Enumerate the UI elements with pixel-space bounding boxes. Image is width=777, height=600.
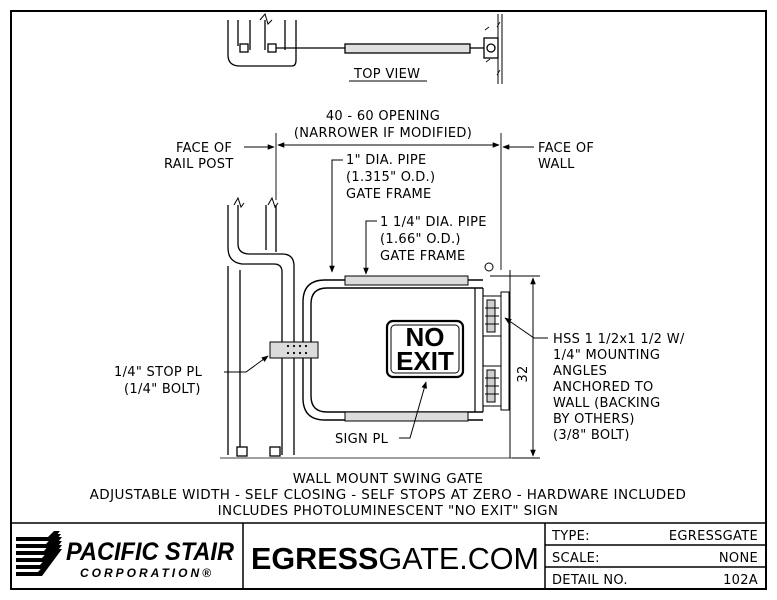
type-value: EGRESSGATE — [669, 529, 758, 544]
sign-pl-leader — [399, 381, 427, 439]
hss-label-3: ANGLES — [553, 364, 607, 379]
pipe-1-25-label-3: GATE FRAME — [380, 249, 466, 264]
stop-pl-label-2: (1/4" BOLT) — [124, 382, 201, 397]
hss-leader — [504, 317, 548, 339]
scale-label: SCALE: — [552, 551, 600, 566]
height-dimension-text: 32 — [516, 365, 531, 382]
opening-dimension-text-2: (NARROWER IF MODIFIED) — [294, 126, 472, 141]
stop-pl-leader — [224, 355, 269, 373]
pipe-1-label-3: GATE FRAME — [346, 187, 432, 202]
title-note-2: ADJUSTABLE WIDTH - SELF CLOSING - SELF S… — [90, 487, 687, 503]
hss-label-1: HSS 1 1/2x1 1/2 W/ — [553, 332, 685, 347]
hinge-assembly — [482, 291, 510, 411]
face-rail-post-label-2: RAIL POST — [164, 157, 234, 172]
rail-posts-elevation — [227, 196, 295, 457]
pipe-1-label-2: (1.315" O.D.) — [346, 170, 435, 185]
pipe-1-leader — [329, 159, 343, 273]
logo-subname: CORPORATION® — [80, 566, 214, 580]
pacific-stair-wave-logo-icon — [16, 531, 62, 576]
hss-label-5: WALL (BACKING — [553, 396, 660, 411]
pipe-1-25-leader — [363, 220, 377, 275]
opening-dimension-text-1: 40 - 60 OPENING — [326, 109, 440, 124]
title-block — [11, 522, 766, 589]
logo-name: PACIFIC STAIR — [66, 538, 234, 566]
sheet-border — [10, 10, 767, 590]
website-bold: EGRESS — [251, 541, 378, 576]
face-wall-label-2: WALL — [538, 157, 575, 172]
scale-value: NONE — [719, 551, 758, 566]
pipe-1-25-label-2: (1.66" O.D.) — [380, 232, 461, 247]
sign-pl-label: SIGN PL — [335, 432, 389, 447]
face-rail-post-label-1: FACE OF — [176, 141, 232, 156]
top-view — [227, 12, 503, 84]
pipe-1-25-label-1: 1 1/4" DIA. PIPE — [380, 215, 487, 230]
hss-label-6: BY OTHERS) — [553, 412, 635, 427]
no-exit-sign-inner — [390, 324, 460, 374]
stop-plate-bolts — [286, 344, 308, 355]
gate-bottom-sleeve — [344, 411, 469, 422]
stop-pl-label-1: 1/4" STOP PL — [114, 365, 203, 380]
detail-no-label: DETAIL NO. — [552, 573, 628, 588]
title-note-1: WALL MOUNT SWING GATE — [293, 471, 484, 487]
detail-no-value: 102A — [723, 573, 758, 588]
hss-label-2: 1/4" MOUNTING — [553, 348, 660, 363]
website-rest: GATE.COM — [378, 541, 539, 576]
title-note-3: INCLUDES PHOTOLUMINESCENT "NO EXIT" SIGN — [218, 503, 559, 519]
type-label: TYPE: — [551, 529, 590, 544]
pipe-1-label-1: 1" DIA. PIPE — [346, 153, 426, 168]
hss-label-7: (3/8" BOLT) — [553, 428, 630, 443]
stop-plate — [269, 341, 319, 359]
gate-top-sleeve — [344, 275, 469, 286]
bolt-circle — [484, 262, 494, 272]
website-text: EGRESSGATE.COM — [251, 541, 539, 576]
no-exit-line-2: EXIT — [396, 346, 454, 376]
hss-label-4: ANCHORED TO — [553, 380, 654, 395]
top-view-label: TOP VIEW — [353, 67, 420, 82]
no-exit-line-1: NO — [406, 322, 445, 352]
no-exit-sign — [385, 319, 465, 379]
face-wall-label-1: FACE OF — [538, 141, 594, 156]
